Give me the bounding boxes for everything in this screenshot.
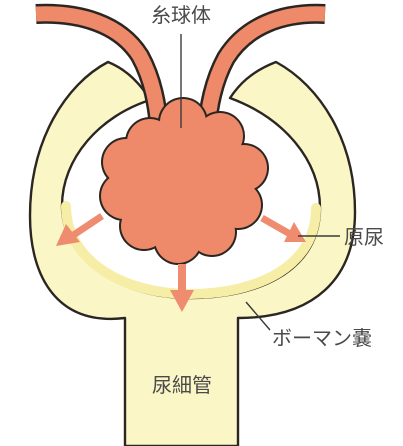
bowmans-capsule-label: ボーマン嚢 xyxy=(272,326,372,350)
glomerulus-label: 糸球体 xyxy=(151,3,211,27)
primary-urine-label: 原尿 xyxy=(344,225,384,249)
renal-tubule-label: 尿細管 xyxy=(152,373,212,397)
glomerulus xyxy=(99,97,269,265)
arrow-right xyxy=(262,218,306,242)
